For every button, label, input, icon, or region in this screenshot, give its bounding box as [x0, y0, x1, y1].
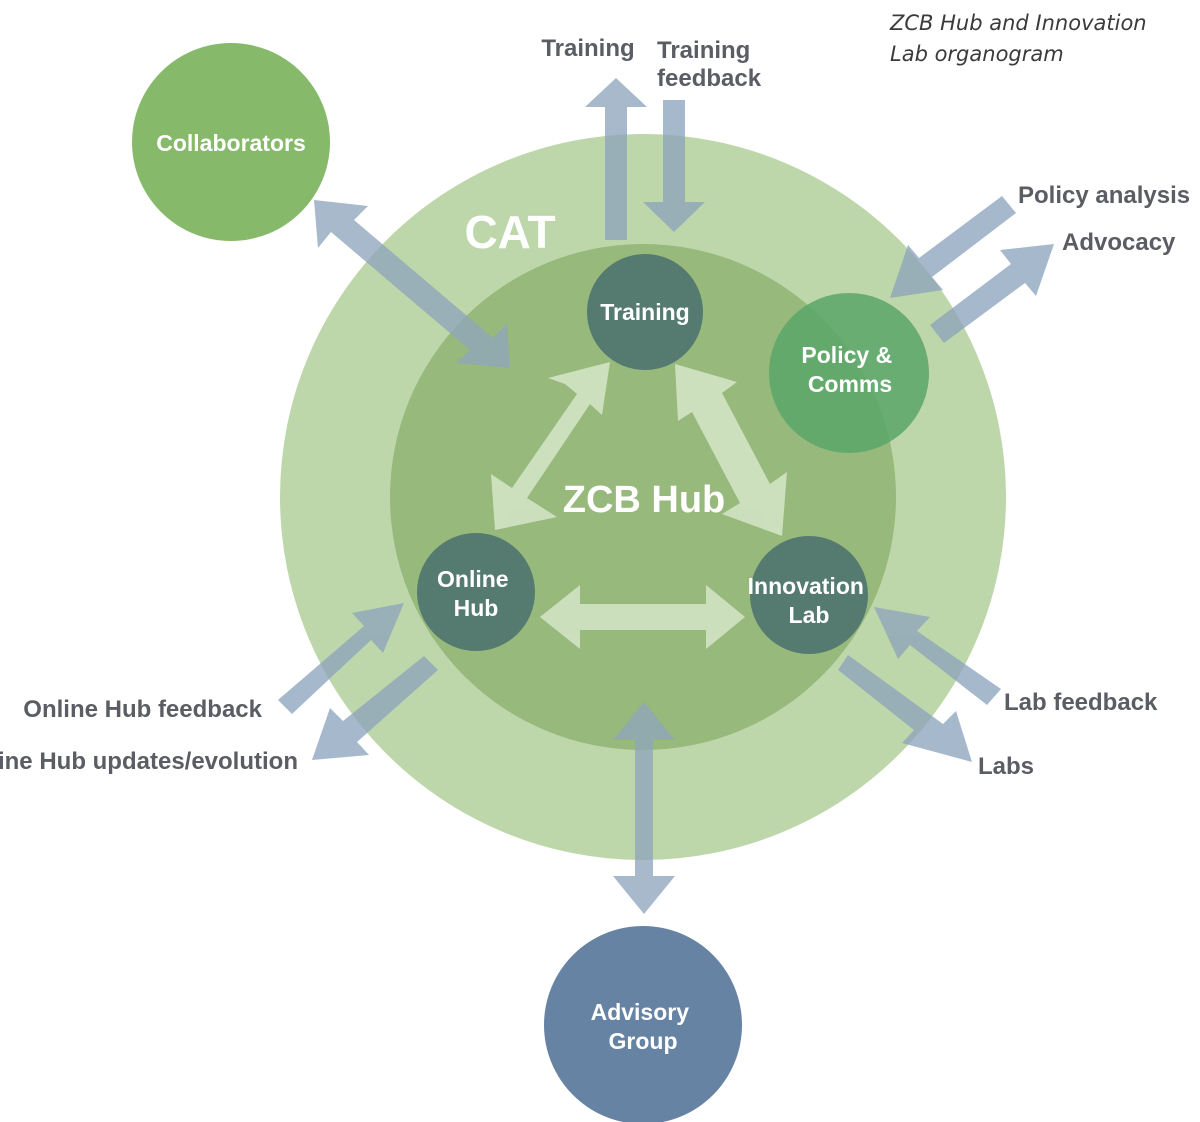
- online-hub-node: [417, 533, 535, 651]
- policy-comms-node: [769, 293, 929, 453]
- collaborators-node: [132, 43, 330, 241]
- training-out-label: Training: [541, 35, 634, 62]
- online-hub-label: Online Hub: [437, 566, 515, 621]
- zcb-hub-label: ZCB Hub: [563, 479, 726, 521]
- innovation-lab-label: Innovation Lab: [748, 573, 871, 628]
- arrow-online-innovation: [540, 585, 745, 649]
- arrow-labs: [838, 655, 972, 762]
- training-node-label: Training: [600, 299, 689, 325]
- arrow-lab-feedback: [874, 607, 1001, 705]
- arrow-training-innovation: [675, 364, 787, 536]
- labs-label: Labs: [978, 753, 1034, 780]
- training-node: [587, 254, 703, 370]
- diagram-caption: ZCB Hub and Innovation Lab organogram: [889, 11, 1153, 66]
- lab-feedback-label: Lab feedback: [1004, 689, 1158, 716]
- collaborators-label: Collaborators: [156, 130, 306, 156]
- online-hub-updates-label: Online Hub updates/evolution: [0, 748, 298, 775]
- arrow-online-feedback: [278, 603, 404, 714]
- arrow-collaborators: [314, 200, 510, 368]
- arrow-advisory: [613, 702, 675, 914]
- arrow-policy-analysis: [890, 196, 1016, 298]
- training-feedback-label: Training feedback: [657, 37, 762, 92]
- arrow-online-updates: [312, 656, 438, 760]
- advocacy-label: Advocacy: [1062, 229, 1176, 256]
- policy-analysis-label: Policy analysis: [1018, 182, 1190, 209]
- arrow-training-feedback: [643, 100, 705, 232]
- advisory-group-label: Advisory Group: [591, 999, 696, 1054]
- arrow-training-out: [585, 78, 647, 240]
- advisory-group-node: [544, 926, 742, 1122]
- cat-label: CAT: [464, 206, 555, 258]
- online-hub-feedback-label: Online Hub feedback: [23, 696, 262, 723]
- arrow-training-online: [491, 362, 610, 530]
- policy-comms-label: Policy & Comms: [801, 342, 898, 397]
- arrow-advocacy: [930, 244, 1054, 343]
- innovation-lab-node: [750, 536, 868, 654]
